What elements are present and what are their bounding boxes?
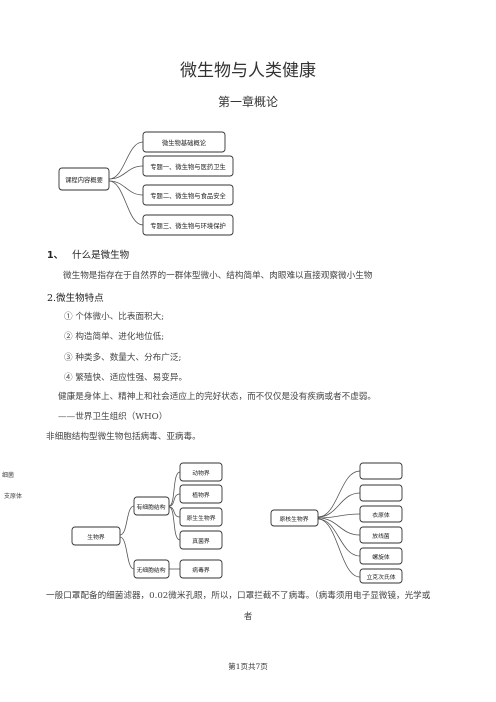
connector — [119, 505, 135, 536]
connector — [317, 513, 361, 519]
section-1-heading: 1、 什么是微生物 — [47, 247, 129, 261]
outline-branch-box — [142, 184, 234, 206]
outline-branch-box — [142, 155, 234, 177]
kingdom-box — [179, 530, 223, 550]
chapter-title: 第一章概论 — [217, 95, 278, 109]
noncellular-box — [133, 559, 170, 579]
kingdom-label: 原生生物界 — [187, 514, 216, 522]
connector — [168, 506, 181, 541]
document-title: 微生物与人类健康 — [180, 61, 316, 81]
kingdom-root-label: 生物界 — [87, 533, 105, 541]
outline-branch-box — [142, 131, 226, 153]
page-number: 第1页共7页 — [228, 662, 268, 671]
outline-root-label: 课程内容概要 — [65, 175, 103, 184]
who-source: ——世界卫生组织（WHO） — [58, 412, 168, 422]
prokaryote-label: 螺旋体 — [372, 553, 390, 561]
noncellular-label: 无细胞结构 — [137, 566, 166, 574]
kingdom-label: 病毒界 — [192, 566, 210, 574]
prokaryote-box — [359, 462, 403, 480]
closing-line-2: 者 — [243, 612, 253, 622]
prokaryote-box — [359, 526, 403, 544]
prokaryote-label: 衣原体 — [372, 511, 390, 519]
feature-item: ④ 繁殖快、适应性强、易变异。 — [64, 373, 188, 383]
health-definition: 健康是身体上、精神上和社会适应上的完好状态，而不仅仅是没有疾病或者不虚弱。 — [58, 392, 376, 402]
prokaryote-box — [359, 568, 403, 584]
kingdom-box — [179, 484, 223, 504]
closing-line-1: 一般口罩配备的细菌滤器，0.02微米孔眼，所以，口罩拦截不了病毒。（病毒须用电子… — [46, 591, 431, 601]
prokaryote-box — [359, 484, 403, 502]
connector — [168, 471, 181, 507]
connector — [317, 517, 361, 536]
prokaryote-box — [359, 547, 403, 565]
margin-label: 支原体 — [4, 493, 23, 500]
connector — [317, 492, 361, 518]
connector — [317, 518, 361, 557]
course-outline-diagram: 课程内容概要 微生物基础概论 专题一、微生物与医药卫生 专题二、微生物与食品安全… — [58, 131, 234, 236]
kingdom-label: 动物界 — [192, 469, 210, 477]
outline-branch-label: 微生物基础概论 — [162, 138, 207, 147]
section-2-heading: 2.微生物特点 — [47, 293, 104, 304]
outline-branch-box — [142, 214, 234, 236]
prokaryote-label: 立克次氏体 — [367, 573, 396, 581]
section-1-title: 什么是微生物 — [72, 250, 130, 261]
section-1-number: 1、 — [47, 250, 64, 261]
prokaryote-box — [359, 505, 403, 523]
connector — [119, 536, 135, 570]
prokaryote-diagram: 原核生物界 衣原体 放线菌 螺旋体 立克次氏体 — [270, 462, 403, 584]
feature-item: ③ 种类多、数量大、分布广泛; — [64, 353, 182, 363]
cellular-box — [133, 496, 170, 516]
kingdoms-diagram: 生物界 有细胞结构 无细胞结构 动物界 植物界 原生生物界 真菌界 病毒界 — [71, 462, 223, 579]
outline-branch-label: 专题二、微生物与食品安全 — [150, 191, 226, 200]
microbe-definition: 微生物是指存在于自然界的一群体型微小、结构简单、肉眼难以直接观察微小生物 — [63, 271, 373, 281]
noncellular-note: 非细胞结构型微生物包括病毒、亚病毒。 — [46, 432, 201, 442]
outline-branch-label: 专题三、微生物与环境保护 — [150, 221, 226, 230]
cellular-label: 有细胞结构 — [137, 503, 166, 511]
kingdom-root-box — [71, 526, 121, 546]
feature-item: ② 构造简单、进化地位低; — [64, 332, 165, 342]
prokaryote-label: 放线菌 — [372, 532, 390, 540]
outline-root-box — [58, 167, 110, 191]
kingdom-box — [179, 507, 223, 527]
prokaryote-root-label: 原核生物界 — [280, 515, 309, 523]
connector — [317, 518, 361, 578]
kingdom-label: 真菌界 — [192, 537, 210, 545]
connector — [108, 180, 144, 226]
connector — [108, 165, 144, 180]
feature-item: ① 个体微小、比表面积大; — [64, 312, 165, 322]
connector — [108, 141, 144, 180]
connector — [317, 470, 361, 518]
outline-branch-label: 专题一、微生物与医药卫生 — [150, 162, 226, 171]
prokaryote-root-box — [270, 509, 319, 527]
kingdom-box — [179, 462, 223, 482]
connector — [168, 493, 181, 507]
margin-label: 细菌 — [2, 472, 15, 479]
kingdom-box — [179, 559, 223, 579]
kingdom-label: 植物界 — [192, 491, 210, 499]
